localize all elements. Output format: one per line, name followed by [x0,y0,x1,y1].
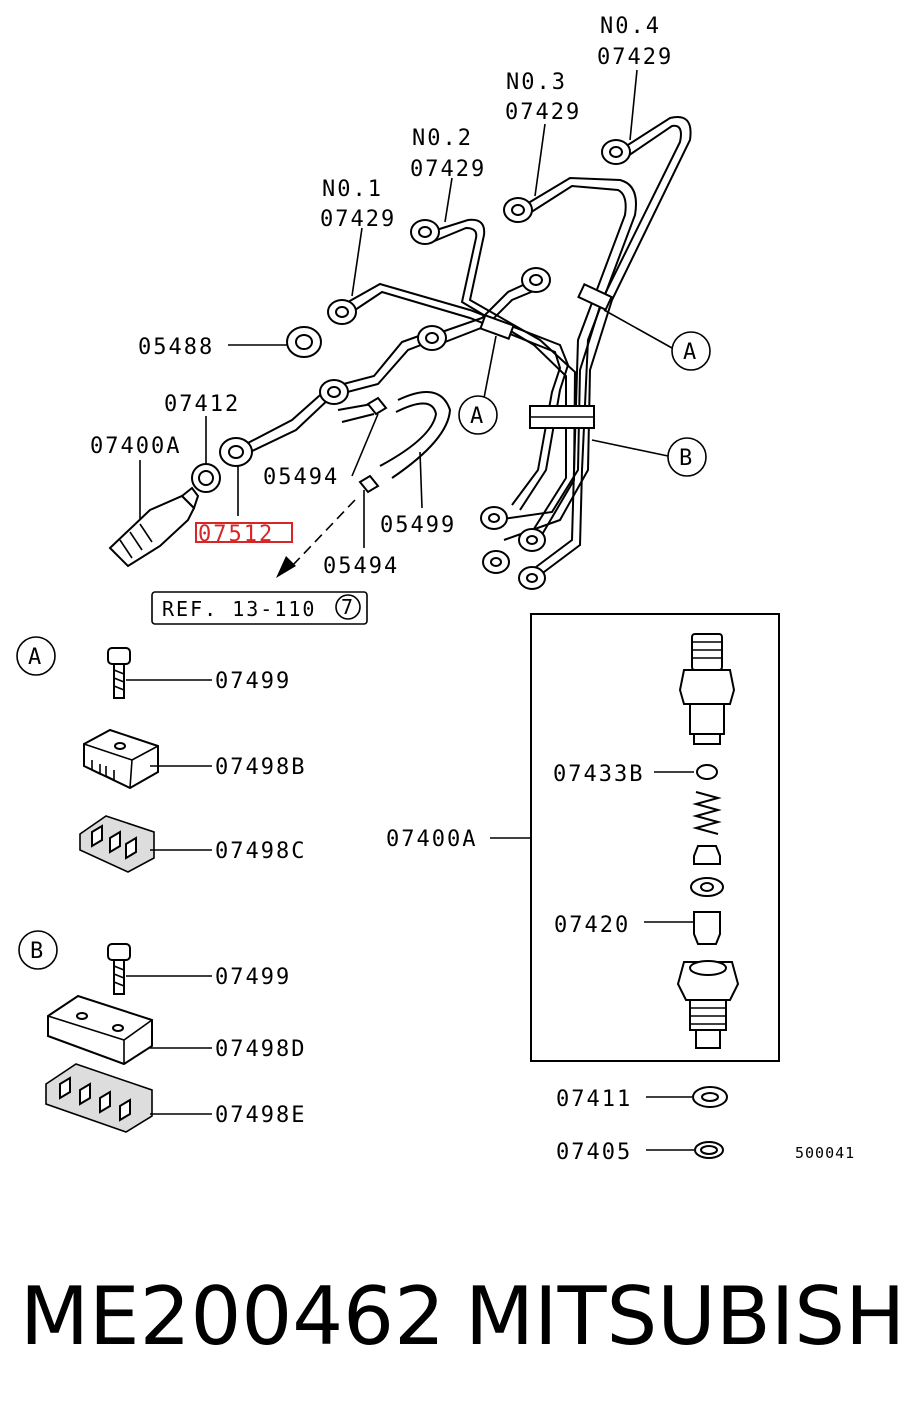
nozzle-upper-body-icon [678,633,736,745]
nozzle-nut-icon [676,960,740,1049]
nut-bottom-3 [482,550,510,574]
label-07499-b[interactable]: 07499 [215,965,291,990]
clamp-07498c-icon [79,815,155,873]
bolt-a-icon [107,647,131,699]
label-05494-upper[interactable]: 05494 [263,465,339,490]
nut-05488 [286,326,322,358]
clamp-07498e-icon [45,1063,153,1133]
nut-return-1 [417,325,447,351]
spring-icon [692,791,722,835]
nut-07512 [219,437,253,467]
part-labels: 05488 07412 07400A 07512 05494 05499 054… [90,335,456,579]
highlight-box [195,522,293,543]
clamp-07498d-icon [47,994,153,1066]
label-07499-a[interactable]: 07499 [215,669,291,694]
label-pipe-no3: N0.3 [506,70,567,95]
reference-text: REF. 13-110 [162,597,316,621]
detail-a: A 07499 07498B 07498C [16,636,306,873]
nut-pipe-3 [503,197,533,223]
seal-07405 [646,1141,724,1159]
label-05494-lower[interactable]: 05494 [323,554,399,579]
pipe-clamps [479,282,613,429]
bolt-b-icon [107,943,131,995]
nut-return-3 [521,267,551,293]
label-07498c[interactable]: 07498C [215,839,306,864]
shim-icon [696,764,718,780]
svg-text:B: B [679,446,694,471]
label-07433b[interactable]: 07433B [553,762,644,787]
label-07498b[interactable]: 07498B [215,755,306,780]
footer: ME200462 MITSUBISHI [0,1262,909,1372]
label-07420[interactable]: 07420 [554,913,630,938]
nut-return-2 [319,379,349,405]
label-pipe-no2-part: 07429 [410,157,486,182]
label-pipe-no1-part: 07429 [320,207,396,232]
nut-pipe-1 [327,299,357,325]
hose-clips [358,396,388,494]
brand-name: MITSUBISHI [465,1270,909,1363]
label-pipe-no4: N0.4 [600,14,661,39]
label-07400a-box[interactable]: 07400A [386,827,477,852]
reference-box[interactable]: REF. 13-110 7 [151,591,368,625]
nut-pipe-2 [410,219,440,245]
callout-a-upper[interactable]: A [671,331,711,371]
pipe-nuts [191,139,631,590]
pipe-labels: N0.1 07429 N0.2 07429 N0.3 07429 N0.4 07… [320,14,673,232]
gasket-07412 [191,463,221,493]
nut-bottom-1 [480,506,508,530]
reference-circle-number: 7 [341,595,355,619]
label-07498e[interactable]: 07498E [215,1103,306,1128]
svg-text:A: A [470,404,485,429]
label-07411[interactable]: 07411 [556,1087,632,1112]
nut-bottom-4 [518,566,546,590]
nozzle-holder-drawing [108,486,200,568]
part-number: ME200462 [20,1270,445,1363]
detail-b: B 07499 07498D 07498E [18,930,306,1133]
leader-lines [139,69,673,578]
label-07405[interactable]: 07405 [556,1140,632,1165]
label-05499[interactable]: 05499 [380,513,456,538]
detail-b-letter: B [30,939,45,964]
nozzle-exploded-box: 07400A 07433B 07420 [386,613,780,1062]
svg-text:A: A [683,340,698,365]
nut-pipe-4 [601,139,631,165]
spring-seat-icon [693,845,721,865]
clamp-07498b-icon [83,728,159,790]
label-pipe-no4-part: 07429 [597,45,673,70]
diagram-code: 500041 [795,1144,855,1162]
callout-b[interactable]: B [667,437,707,477]
label-07412[interactable]: 07412 [164,392,240,417]
label-07400a[interactable]: 07400A [90,434,181,459]
label-05488[interactable]: 05488 [138,335,214,360]
label-pipe-no1: N0.1 [322,177,383,202]
detail-a-letter: A [28,645,43,670]
label-pipe-no3-part: 07429 [505,100,581,125]
injection-pipes [245,116,692,576]
label-pipe-no2: N0.2 [412,126,473,151]
label-07498d[interactable]: 07498D [215,1037,306,1062]
spacer-icon [693,911,721,945]
callout-a-lower[interactable]: A [458,395,498,435]
label-07512-highlighted[interactable]: 07512 [198,522,274,547]
washer-07411 [646,1086,728,1108]
nut-bottom-2 [518,528,546,552]
